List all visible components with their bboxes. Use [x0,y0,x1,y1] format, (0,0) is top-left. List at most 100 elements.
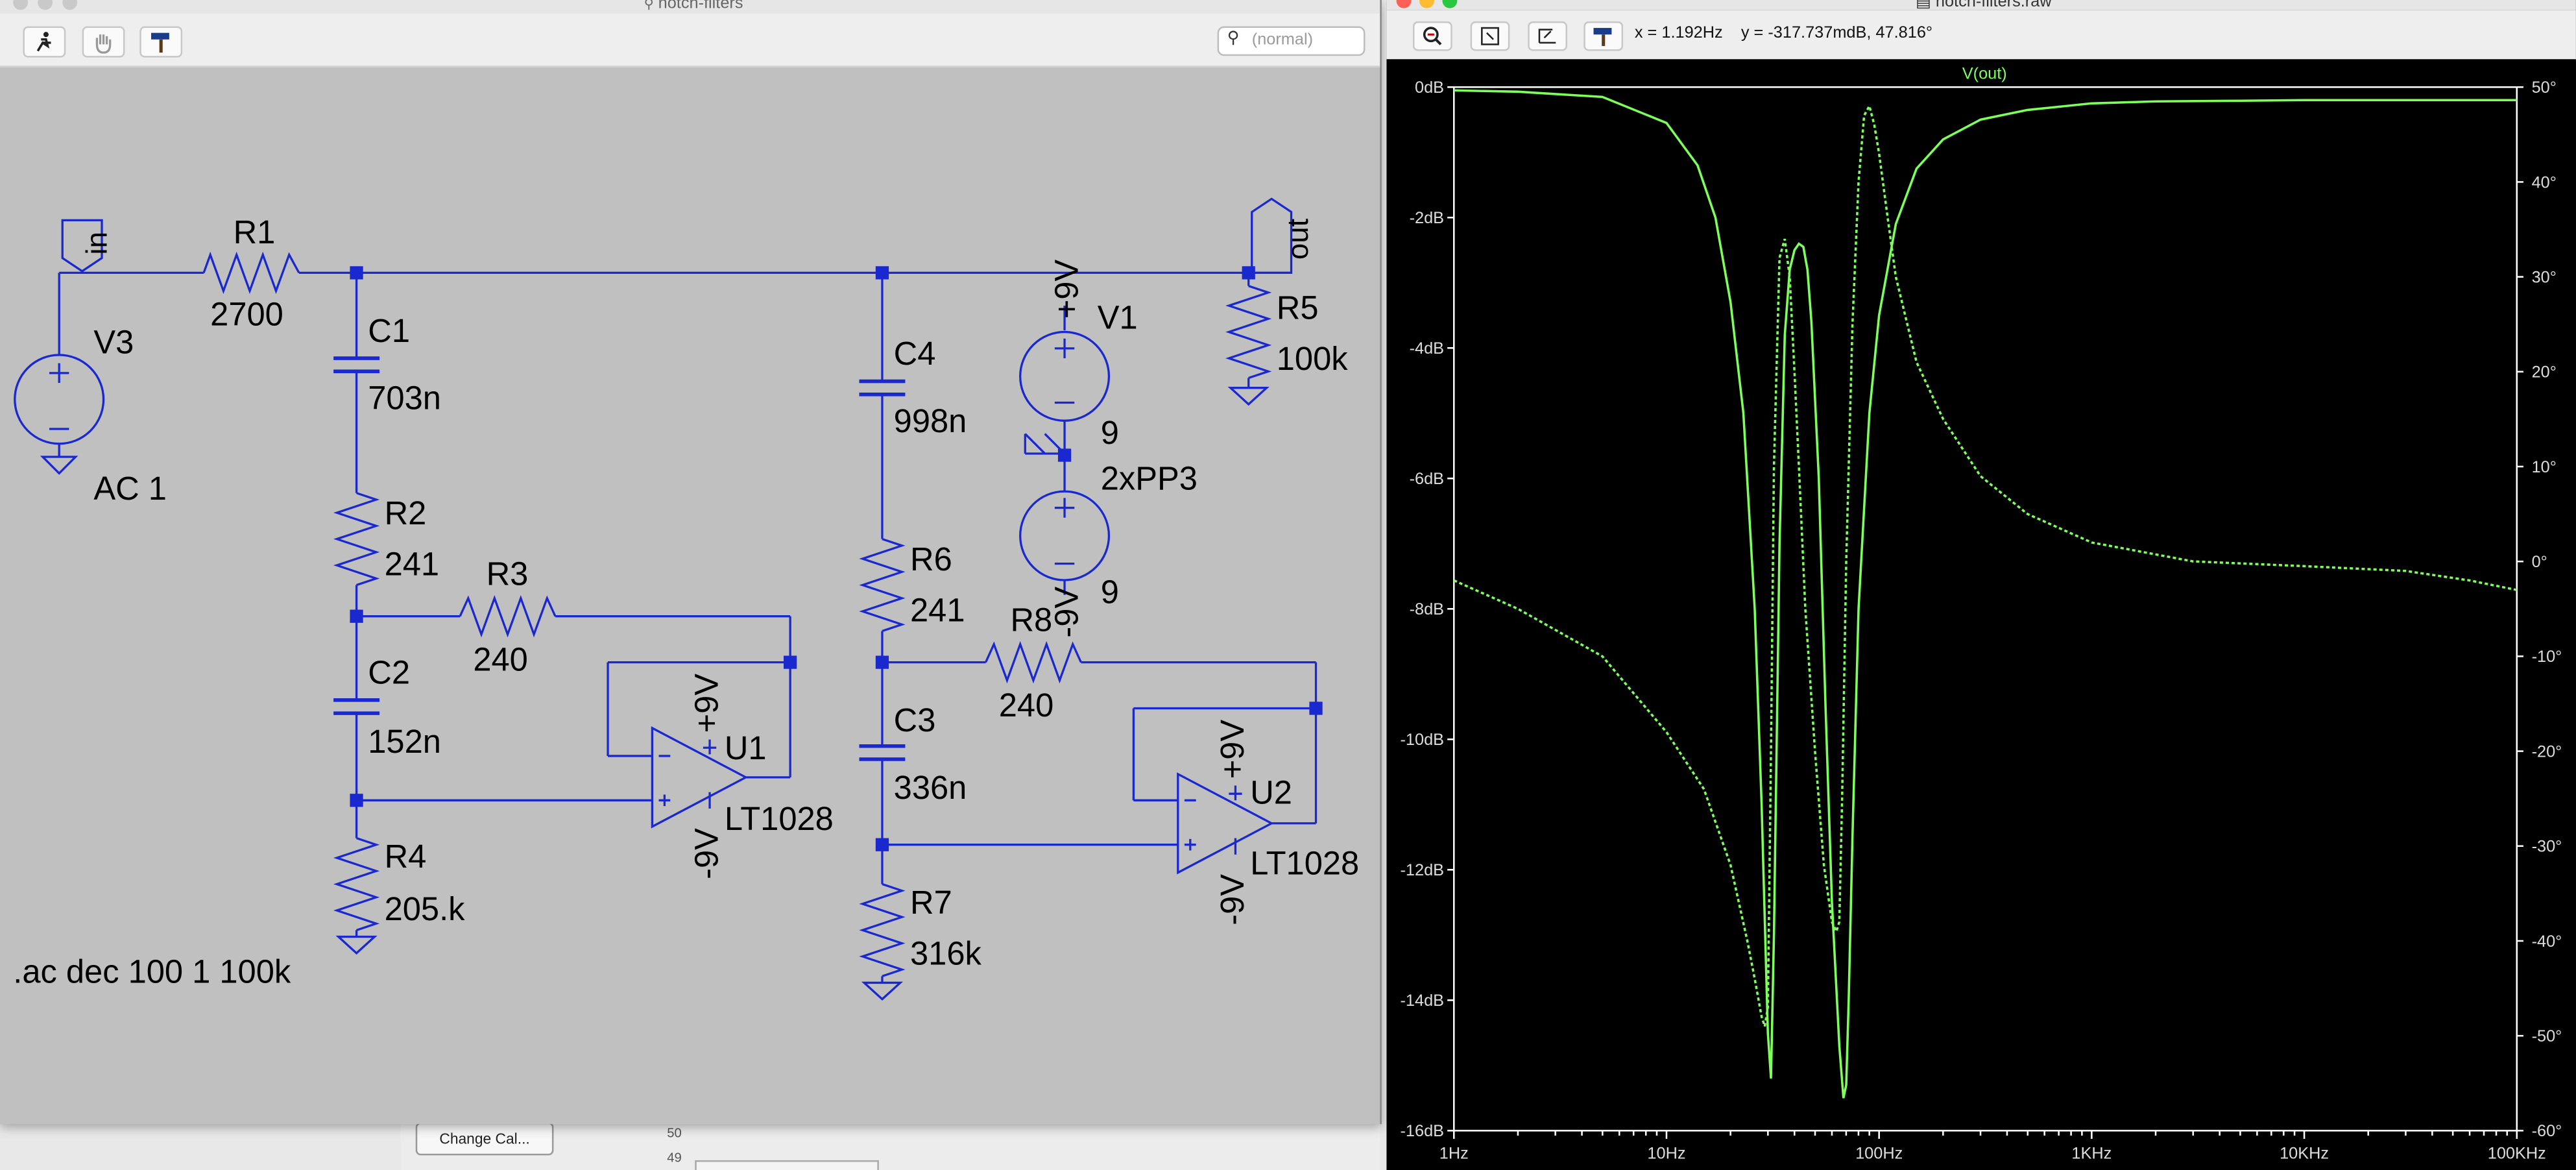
autorange-icon [1481,27,1499,45]
c1-value: 703n [368,380,441,417]
change-cal-button[interactable]: Change Cal... [415,1122,554,1156]
row-number: 49 [667,1150,682,1165]
r7-value: 316k [910,935,981,972]
v1-value-top: 9 [1101,414,1119,451]
schematic-title-bar: ⚲ notch-filters [0,0,1380,14]
y-tick-label-left: -8dB [1410,600,1444,618]
phase-trace[interactable] [1453,103,2518,1027]
y-tick-label-right: 0° [2532,553,2547,571]
search-field[interactable]: ⚲ (normal) [1217,26,1366,56]
bode-plot[interactable]: 0dB-2dB-4dB-6dB-8dB-10dB-12dB-14dB-16dB … [1386,59,2576,1170]
v1-name: V1 [1098,299,1138,336]
x-tick-label: 1Hz [1439,1144,1469,1162]
pan-button[interactable] [82,26,125,58]
close-window-button[interactable] [13,0,29,10]
y-tick-label-right: 20° [2532,363,2557,382]
r8-name: R8 [1010,601,1052,638]
cursor-readout: x = 1.192Hz y = -317.737mdB, 47.816° [1634,24,1933,43]
r6-resistor-symbol[interactable] [859,538,906,633]
ac-directive[interactable]: .ac dec 100 1 100k [13,953,291,990]
c4-name: C4 [894,335,936,372]
out-net-label-symbol[interactable] [1251,197,1293,274]
document-icon: ▤ [1915,0,1931,12]
undo-zoom-button[interactable] [1528,21,1568,51]
x-tick-label: 1KHz [2071,1144,2112,1162]
junction-dots [350,266,1323,851]
u1-neg-rail-label: -9V [688,828,725,879]
r3-name: R3 [487,555,529,592]
y-tick-label-left: 0dB [1415,79,1444,97]
minimize-window-button[interactable] [1419,0,1434,8]
tools-button[interactable] [1583,21,1624,51]
y-tick-label-left: -4dB [1410,339,1444,358]
u1-pos-rail-label: +9V [688,674,725,733]
r1-value: 2700 [210,295,283,332]
c2-name: C2 [368,654,410,691]
r7-resistor-symbol[interactable] [859,883,906,977]
r4-resistor-symbol[interactable] [333,837,380,931]
background-tab[interactable] [695,1160,879,1170]
r1-name: R1 [234,213,276,250]
r6-name: R6 [910,541,952,578]
magnitude-trace[interactable] [1454,89,2517,1099]
close-window-button[interactable] [1396,0,1412,8]
u2-value: LT1028 [1250,844,1359,881]
r2-name: R2 [385,494,427,531]
r6-value: 241 [910,591,965,628]
y-tick-label-left: -14dB [1401,992,1445,1010]
u2-opamp-symbol[interactable] [1177,772,1274,875]
u2-pos-rail-label: +9V [1214,720,1251,779]
schematic-window: ⚲ notch-filters ⚲ (normal) [0,0,1382,1125]
y-tick-label-left: -10dB [1401,731,1445,749]
autorange-button[interactable] [1470,21,1510,51]
v1-pos-rail-label: +9V [1048,260,1085,319]
undo-zoom-icon [1538,29,1556,44]
c4-value: 998n [894,402,967,439]
magnifier-icon: ⚲ [644,0,654,12]
search-icon: ⚲ [1227,29,1240,48]
minimize-window-button[interactable] [38,0,53,10]
u1-value: LT1028 [725,800,834,837]
zoom-window-button[interactable] [1442,0,1458,8]
v1-value-mid: 2xPP3 [1101,460,1198,497]
c2-value: 152n [368,723,441,760]
r1-resistor-symbol[interactable] [202,251,300,295]
x-tick-label: 100KHz [2488,1144,2546,1162]
plot-title-bar: ▤ notch-filters.raw [1386,0,2576,12]
hand-icon [95,34,112,54]
c3-name: C3 [894,701,936,738]
r8-resistor-symbol[interactable] [985,640,1082,684]
hammer-icon [1593,28,1612,46]
y-tick-label-left: -2dB [1410,209,1444,227]
r7-name: R7 [910,884,952,921]
background-window [400,1124,1380,1170]
run-button[interactable] [23,26,66,58]
in-net-label-symbol[interactable] [61,219,103,273]
u1-name: U1 [725,729,767,766]
x-tick-label: 10KHz [2280,1144,2329,1162]
r4-name: R4 [385,838,427,875]
y-tick-label-right: 10° [2532,458,2557,476]
y-tick-label-right: -20° [2532,742,2562,761]
r4-value: 205.k [385,890,466,927]
v1-neg-rail-label: -9V [1048,587,1085,638]
x-tick-label: 100Hz [1855,1144,1903,1162]
zoom-icon [1423,27,1442,45]
zoom-window-button[interactable] [62,0,78,10]
r2-resistor-symbol[interactable] [333,492,380,587]
r5-value: 100k [1277,340,1348,377]
search-placeholder: (normal) [1251,31,1314,49]
tools-button[interactable] [139,26,183,58]
y-tick-label-right: -10° [2532,648,2562,666]
zoom-button[interactable] [1412,21,1452,51]
y-tick-label-right: -40° [2532,932,2562,951]
y-tick-label-right: -50° [2532,1027,2562,1045]
schematic-canvas[interactable]: in out R1 2700 V3 AC 1 C1 703n R2 241 R3… [0,67,1380,1124]
u1-opamp-symbol[interactable] [651,726,749,829]
r5-resistor-symbol[interactable] [1225,285,1272,380]
y-tick-label-left: -6dB [1410,470,1444,488]
row-number: 50 [667,1125,682,1141]
y-tick-label-right: -60° [2532,1122,2562,1140]
r3-resistor-symbol[interactable] [459,595,557,638]
